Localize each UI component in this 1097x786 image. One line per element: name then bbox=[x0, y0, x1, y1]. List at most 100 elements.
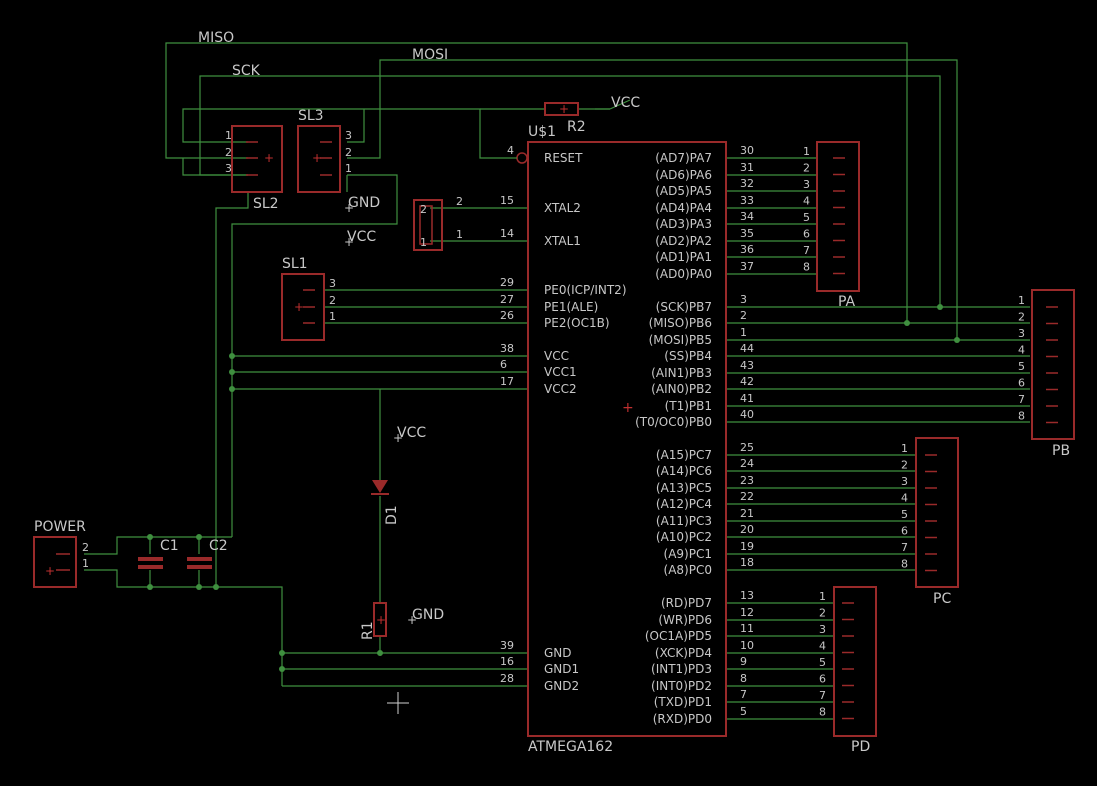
u1-right-pin-name: (AD3)PA3 bbox=[655, 217, 712, 231]
diode-d1[interactable]: D1 bbox=[371, 480, 400, 525]
d1-label: D1 bbox=[384, 505, 400, 525]
u1-left-pin-name: GND bbox=[544, 646, 572, 660]
u1-left-pin-number: 38 bbox=[500, 342, 514, 355]
u1-right-pin-name: (AD1)PA1 bbox=[655, 250, 712, 264]
capacitor-c1[interactable]: C1 bbox=[138, 538, 179, 569]
u1-right-pin-name: (A8)PC0 bbox=[664, 563, 712, 577]
u1-right-pin-number: 32 bbox=[740, 177, 754, 190]
u1-left-pin-name: XTAL2 bbox=[544, 201, 581, 215]
header-pin-number: 7 bbox=[803, 244, 810, 257]
u1-right-pin-number: 23 bbox=[740, 474, 754, 487]
u1-right-pin-number: 44 bbox=[740, 342, 754, 355]
u1-right-pin-number: 41 bbox=[740, 392, 754, 405]
u1-value-label: ATMEGA162 bbox=[528, 739, 613, 755]
header-pin-number: 5 bbox=[1018, 360, 1025, 373]
u1-right-pin-name: (A11)PC3 bbox=[656, 514, 712, 528]
connector-sl3[interactable]: + 3 2 1 SL3 bbox=[297, 108, 352, 193]
u1-left-pin-number: 6 bbox=[500, 358, 507, 371]
header-pin-number: 8 bbox=[819, 706, 826, 719]
u1-left-pin-name: PE0(ICP/INT2) bbox=[544, 283, 627, 297]
u1-right-pin-name: (AD6)PA6 bbox=[655, 168, 712, 182]
capacitor-c2[interactable]: C2 bbox=[187, 538, 228, 569]
u1-left-pin-name: VCC bbox=[544, 349, 569, 363]
svg-text:3: 3 bbox=[225, 162, 232, 175]
u1-right-pin-name: (SCK)PB7 bbox=[656, 300, 712, 314]
u1-left-pin-name: RESET bbox=[544, 151, 583, 165]
u1-left-pin-name: GND1 bbox=[544, 662, 579, 676]
u1-left-pin-number: 28 bbox=[500, 672, 514, 685]
u1-left-pin-number: 4 bbox=[507, 144, 514, 157]
header-pin-number: 3 bbox=[1018, 327, 1025, 340]
u1-right-pin-name: (XCK)PD4 bbox=[655, 646, 712, 660]
header-pin-number: 8 bbox=[901, 558, 908, 571]
svg-text:1: 1 bbox=[225, 129, 232, 142]
connector-sl2[interactable]: + 1 2 3 SL2 bbox=[225, 125, 283, 212]
net-gnd-label-r1: GND bbox=[412, 607, 444, 623]
header-pin-number: 3 bbox=[901, 475, 908, 488]
svg-text:1: 1 bbox=[420, 236, 427, 249]
u1-right-pin-name: (A9)PC1 bbox=[664, 547, 712, 561]
u1-right-pin-number: 37 bbox=[740, 260, 754, 273]
svg-text:2: 2 bbox=[420, 203, 427, 216]
header-pin-number: 2 bbox=[803, 162, 810, 175]
svg-text:2: 2 bbox=[345, 146, 352, 159]
u1-right-pin-number: 36 bbox=[740, 243, 754, 256]
resistor-r2[interactable]: + R2 bbox=[544, 102, 586, 135]
u1-right-pin-number: 43 bbox=[740, 359, 754, 372]
svg-text:1: 1 bbox=[82, 557, 89, 570]
header-pin-number: 1 bbox=[901, 442, 908, 455]
junctions bbox=[147, 304, 960, 672]
svg-text:+: + bbox=[312, 151, 322, 165]
crystal-q1[interactable]: 2 1 2 1 bbox=[413, 195, 463, 251]
u1-right-pin-name: (AD5)PA5 bbox=[655, 184, 712, 198]
u1-right-pin-name: (A14)PC6 bbox=[656, 464, 712, 478]
header-pin-number: 3 bbox=[819, 623, 826, 636]
u1-right-pin-name: (RXD)PD0 bbox=[653, 712, 712, 726]
u1-right-pin-number: 18 bbox=[740, 556, 754, 569]
u1-right-pin-number: 33 bbox=[740, 194, 754, 207]
u1-right-pin-name: (AIN0)PB2 bbox=[651, 382, 712, 396]
c2-label: C2 bbox=[209, 538, 228, 554]
u1-right-pin-number: 21 bbox=[740, 507, 754, 520]
header-pin-number: 6 bbox=[901, 525, 908, 538]
header-pin-number: 4 bbox=[803, 195, 810, 208]
connector-power[interactable]: + 2 1 POWER bbox=[33, 519, 89, 588]
header-pin-number: 2 bbox=[1018, 311, 1025, 324]
u1-left-pin-number: 27 bbox=[500, 293, 514, 306]
svg-text:2: 2 bbox=[329, 294, 336, 307]
u1-left-pin-name: PE1(ALE) bbox=[544, 300, 598, 314]
connector-sl1[interactable]: + 3 2 1 SL1 bbox=[281, 256, 336, 341]
u1-right-pin-number: 25 bbox=[740, 441, 754, 454]
microcontroller-u1[interactable]: U$1 ATMEGA162 + RESET4XTAL215XTAL114PE0(… bbox=[500, 124, 754, 755]
svg-text:+: + bbox=[622, 400, 634, 416]
u1-left-pin-name: XTAL1 bbox=[544, 234, 581, 248]
u1-right-pin-number: 9 bbox=[740, 655, 747, 668]
u1-right-pin-name: (AD0)PA0 bbox=[655, 267, 712, 281]
svg-text:+: + bbox=[559, 102, 569, 116]
wires bbox=[84, 42, 1030, 720]
u1-left-pin-number: 26 bbox=[500, 309, 514, 322]
svg-text:1: 1 bbox=[329, 310, 336, 323]
header-pin-number: 7 bbox=[1018, 393, 1025, 406]
svg-text:+: + bbox=[407, 613, 417, 627]
header-pin-number: 4 bbox=[819, 640, 826, 653]
svg-text:+: + bbox=[294, 300, 304, 314]
net-sck-label: SCK bbox=[232, 63, 261, 79]
header-pin-number: 8 bbox=[803, 261, 810, 274]
u1-right-pin-number: 42 bbox=[740, 375, 754, 388]
resistor-r1[interactable]: + R1 bbox=[360, 602, 387, 640]
u1-left-pin-number: 16 bbox=[500, 655, 514, 668]
header-pin-number: 2 bbox=[819, 607, 826, 620]
u1-right-pin-name: (A10)PC2 bbox=[656, 530, 712, 544]
u1-right-pin-name: (T1)PB1 bbox=[665, 399, 712, 413]
u1-right-pin-number: 24 bbox=[740, 457, 754, 470]
header-pin-number: 5 bbox=[819, 656, 826, 669]
u1-left-pin-name: VCC1 bbox=[544, 365, 577, 379]
u1-right-pin-name: (AIN1)PB3 bbox=[651, 366, 712, 380]
header-pin-number: 4 bbox=[1018, 344, 1025, 357]
